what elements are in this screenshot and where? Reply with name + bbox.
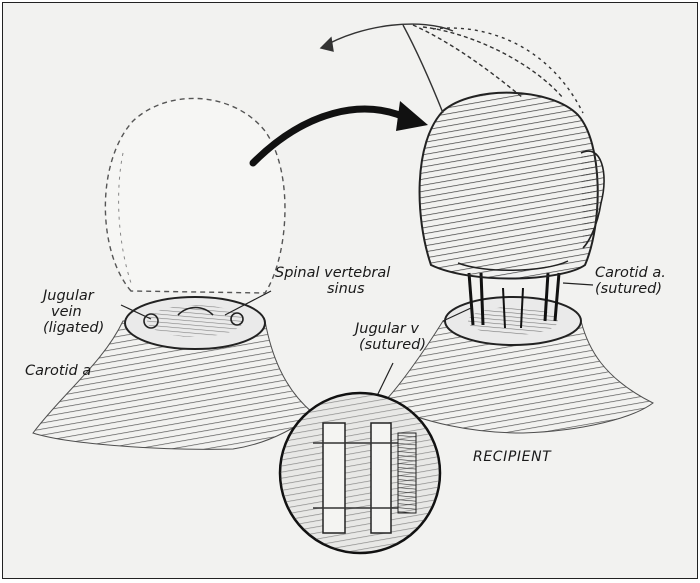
label-jugular-v-sutured: Jugular v (sutured) <box>355 321 426 353</box>
transfer-arrow <box>249 101 428 167</box>
label-carotid-a-sutured: Carotid a. (sutured) <box>595 265 666 297</box>
donor-neck-stump <box>124 296 266 350</box>
label-line: (ligated) <box>43 320 105 336</box>
magnified-inset <box>278 391 442 555</box>
label-line: Jugular v <box>355 321 419 337</box>
label-line: vein <box>51 304 82 320</box>
label-spinal-vertebral-sinus: Spinal vertebral sinus <box>275 265 390 297</box>
transplanted-head <box>418 91 605 280</box>
donor-head <box>104 97 286 294</box>
label-line: (sutured) <box>595 281 663 297</box>
label-line: Spinal vertebral <box>275 265 391 281</box>
label-line: (sutured) <box>359 337 427 353</box>
label-line: Carotid a. <box>595 265 666 281</box>
label-recipient: RECIPIENT <box>473 449 552 465</box>
recipient-neck-stump <box>444 296 582 346</box>
transplant-drawing <box>32 23 654 555</box>
sutured-vessels <box>467 272 561 329</box>
label-line: sinus <box>327 281 365 297</box>
label-jugular-vein-ligated: Jugular vein (ligated) <box>43 288 104 336</box>
donor-body <box>32 320 314 450</box>
wires <box>319 23 584 114</box>
label-carotid-a: Carotid a <box>25 363 92 379</box>
label-line: Jugular <box>43 288 94 304</box>
recipient-body <box>382 320 654 434</box>
